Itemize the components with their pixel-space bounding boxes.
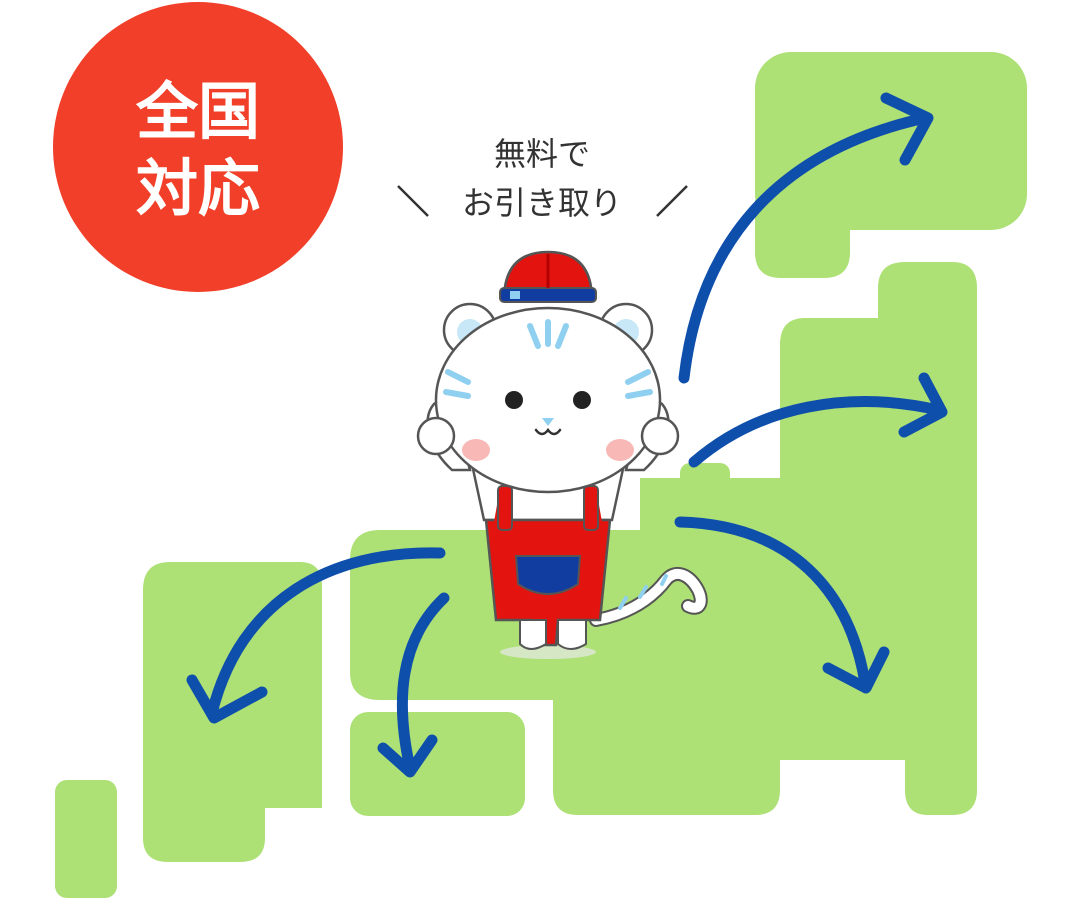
callout-slash-left [397,185,429,217]
map-region-shikoku [350,712,525,816]
nationwide-badge: 全国 対応 [53,2,343,292]
map-region-okinawa [55,780,117,898]
map-region-hokkaido-tail [755,200,850,278]
map-region-tohoku [780,262,977,815]
japan-map-icon [55,52,1027,898]
badge-line1: 全国 [135,75,260,148]
free-pickup-callout: 無料で お引き取り [397,135,688,222]
direction-arrow-icon [674,516,890,694]
direction-arrow-icon [678,92,934,384]
direction-arrow-icon [688,372,948,468]
callout-slash-right [656,185,688,217]
tiger-mascot-icon [416,250,708,659]
map-region-hokkaido [755,52,1027,230]
direction-arrows [186,92,948,778]
badge-line2: 対応 [136,152,260,225]
map-region-chubu [553,478,780,815]
callout-line1: 無料で [494,135,590,173]
direction-arrow-icon [186,547,446,724]
callout-line2: お引き取り [462,184,622,222]
direction-arrow-icon [377,592,450,778]
